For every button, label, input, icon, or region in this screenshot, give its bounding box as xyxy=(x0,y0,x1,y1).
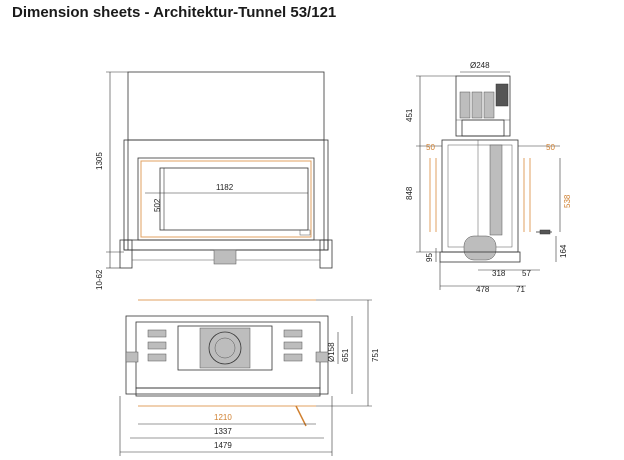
air-circle xyxy=(208,331,242,365)
air-inlet xyxy=(463,235,497,261)
foot-right xyxy=(319,239,333,269)
dim-depth-inner: 651 xyxy=(341,348,350,362)
dim-air-diameter: Ø158 xyxy=(327,342,336,362)
glass-opening xyxy=(140,160,312,238)
top-view: 1210 1337 1479 Ø158 651 751 xyxy=(119,299,380,456)
page-title: Dimension sheets - Architektur-Tunnel 53… xyxy=(12,4,337,21)
dim-inner-width: 1210 xyxy=(214,413,232,422)
dim-flue-offset: 318 xyxy=(492,269,506,278)
air-box xyxy=(199,327,251,369)
bottom-connector xyxy=(213,249,237,265)
foot-left xyxy=(119,239,133,269)
dim-flue-height: 451 xyxy=(405,108,414,122)
dim-outer-width: 1479 xyxy=(214,441,232,450)
dim-depth: 478 xyxy=(476,285,490,294)
front-hood xyxy=(127,71,325,141)
dim-glass-width: 1182 xyxy=(216,183,234,192)
side-view: Ø248 451 50 50 848 538 95 164 318 57 478… xyxy=(405,61,572,294)
side-body xyxy=(441,139,519,253)
dim-mid-width: 1337 xyxy=(214,427,232,436)
dim-depth-outer: 751 xyxy=(371,348,380,362)
front-view: 1305 10-62 1182 502 xyxy=(95,71,333,290)
dim-flue-diameter: Ø248 xyxy=(470,61,490,70)
dim-right-offset: 50 xyxy=(546,143,555,152)
dim-body-height: 848 xyxy=(405,186,414,200)
dim-right-bottom-height: 164 xyxy=(559,244,568,258)
glass-frame xyxy=(137,157,315,241)
dim-bottom-height: 95 xyxy=(425,253,434,262)
dim-right-height: 538 xyxy=(563,194,572,208)
dim-glass-height: 502 xyxy=(153,198,162,212)
dim-front-height: 1305 xyxy=(95,152,104,170)
dim-right-small: 57 xyxy=(522,269,531,278)
glass-panel xyxy=(159,167,309,231)
dim-right-depth: 71 xyxy=(516,285,525,294)
dim-left-offset: 50 xyxy=(426,143,435,152)
front-body xyxy=(123,139,329,251)
dim-foot-range: 10-62 xyxy=(95,269,104,290)
